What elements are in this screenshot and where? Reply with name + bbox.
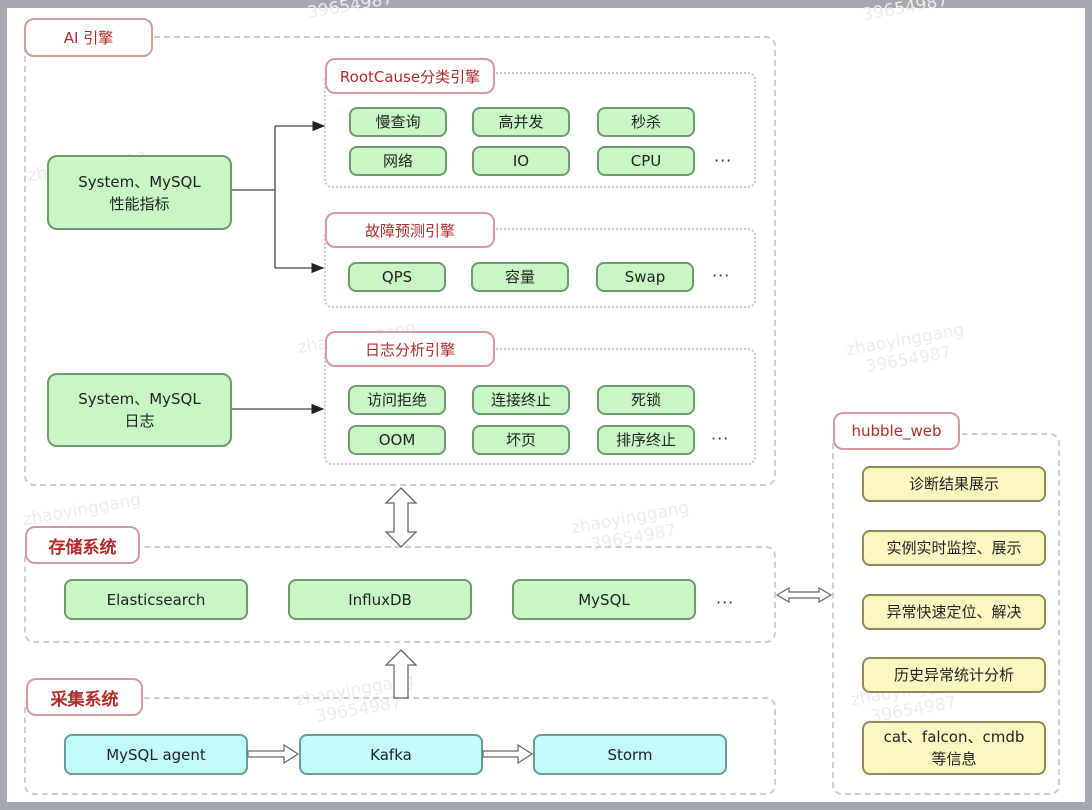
- storage-more: ···: [716, 593, 735, 612]
- fault-prediction-item: QPS: [348, 262, 446, 292]
- hubble-web-item: cat、falcon、cmdb 等信息: [862, 721, 1046, 775]
- log-analysis-engine-group: [324, 348, 756, 465]
- kafka-to-storm-arrow: [482, 743, 534, 765]
- agent-to-kafka-arrow: [247, 743, 300, 765]
- log-analysis-engine-title: 日志分析引擎: [325, 331, 495, 367]
- collection-item-mysql-agent: MySQL agent: [64, 734, 248, 775]
- log-analysis-more: ···: [711, 429, 730, 448]
- storage-hubble-double-arrow: [775, 586, 833, 604]
- collection-item-storm: Storm: [533, 734, 727, 775]
- hubble-web-title: hubble_web: [833, 412, 960, 450]
- log-analysis-item: 连接终止: [472, 385, 570, 415]
- fault-prediction-item: Swap: [596, 262, 694, 292]
- storage-group: [24, 546, 776, 643]
- collection-title: 采集系统: [26, 678, 143, 716]
- log-analysis-item: 坏页: [472, 425, 570, 455]
- fault-prediction-engine-title: 故障预测引擎: [325, 212, 495, 248]
- log-analysis-item: 排序终止: [597, 425, 695, 455]
- rootcause-engine-title: RootCause分类引擎: [325, 58, 495, 94]
- collection-storage-up-arrow: [384, 649, 418, 699]
- metrics-input-node: System、MySQL 性能指标: [47, 155, 232, 230]
- storage-item-elasticsearch: Elasticsearch: [64, 579, 248, 620]
- rootcause-item: IO: [472, 146, 570, 176]
- rootcause-item: 高并发: [472, 107, 570, 137]
- log-analysis-item: OOM: [348, 425, 446, 455]
- storage-item-mysql: MySQL: [512, 579, 696, 620]
- rootcause-item: 慢查询: [349, 107, 447, 137]
- hubble-web-item: 实例实时监控、展示: [862, 530, 1046, 566]
- connectors: [232, 120, 833, 765]
- storage-title: 存储系统: [25, 526, 140, 564]
- ai-engine-title: AI 引擎: [24, 18, 153, 57]
- collection-item-kafka: Kafka: [299, 734, 483, 775]
- hubble-web-item: 异常快速定位、解决: [862, 594, 1046, 630]
- storage-item-influxdb: InfluxDB: [288, 579, 472, 620]
- fault-prediction-more: ···: [712, 266, 731, 285]
- hubble-web-item: 历史异常统计分析: [862, 657, 1046, 693]
- logs-input-node: System、MySQL 日志: [47, 373, 232, 447]
- metrics-to-engines-connector: [232, 120, 326, 274]
- fault-prediction-item: 容量: [471, 262, 569, 292]
- rootcause-more: ···: [714, 151, 733, 170]
- rootcause-item: 秒杀: [597, 107, 695, 137]
- ai-storage-double-arrow: [384, 487, 418, 548]
- architecture-diagram: 39654987 39654987 zhaoyinggang zhaoyingg…: [7, 0, 1085, 802]
- rootcause-item: CPU: [597, 146, 695, 176]
- log-analysis-item: 访问拒绝: [348, 385, 446, 415]
- ai-engine-group: [24, 36, 776, 486]
- log-analysis-item: 死锁: [597, 385, 695, 415]
- rootcause-item: 网络: [349, 146, 447, 176]
- fault-prediction-engine-group: [324, 228, 756, 308]
- hubble-web-item: 诊断结果展示: [862, 466, 1046, 502]
